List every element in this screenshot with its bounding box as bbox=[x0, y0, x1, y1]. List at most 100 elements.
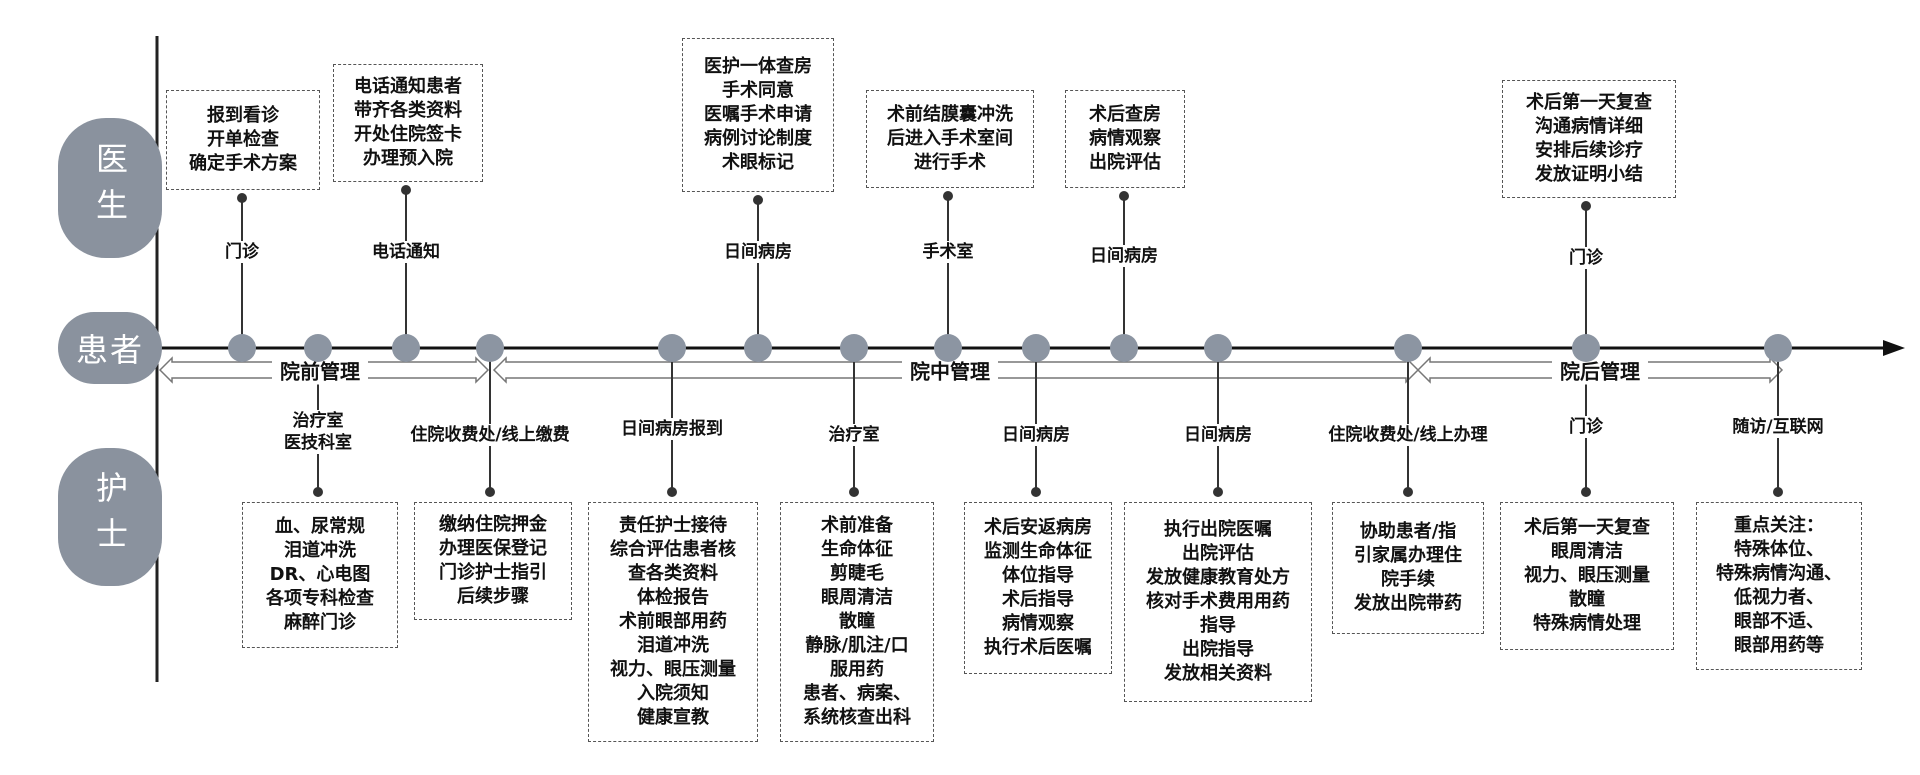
doctor-location-label: 日间病房 bbox=[1090, 245, 1158, 267]
role-doctor: 医生 bbox=[58, 118, 162, 258]
nurse-junction bbox=[313, 487, 323, 497]
box-line: 入院须知 bbox=[637, 683, 709, 704]
timeline-arrowhead bbox=[1883, 340, 1905, 356]
box-line: 术眼标记 bbox=[722, 152, 794, 173]
box-line: 术后第一天复查 bbox=[1526, 92, 1652, 113]
box-line: 办理预入院 bbox=[363, 148, 453, 169]
nurse-box: 术前准备生命体征剪睫毛眼周清洁散瞳静脉/肌注/口服用药患者、病案、系统核查出科 bbox=[780, 502, 934, 742]
nurse-location-label: 日间病房报到 bbox=[621, 418, 723, 440]
box-line: 术后指导 bbox=[1002, 589, 1074, 610]
timeline-node bbox=[392, 334, 420, 362]
nurse-junction bbox=[1581, 487, 1591, 497]
doctor-junction bbox=[943, 191, 953, 201]
box-line: DR、心电图 bbox=[269, 564, 371, 585]
timeline-node bbox=[228, 334, 256, 362]
role-nurse: 护士 bbox=[58, 448, 162, 586]
box-line: 确定手术方案 bbox=[189, 153, 297, 174]
box-line: 院手续 bbox=[1381, 569, 1435, 590]
box-line: 术后查房 bbox=[1089, 104, 1161, 125]
box-line: 静脉/肌注/口 bbox=[805, 635, 909, 656]
box-line: 综合评估患者核 bbox=[610, 539, 736, 560]
box-line: 体位指导 bbox=[1002, 565, 1074, 586]
nurse-junction bbox=[667, 487, 677, 497]
doctor-box: 报到看诊开单检查确定手术方案 bbox=[166, 90, 320, 190]
nurse-location-line: 治疗室 bbox=[292, 411, 344, 431]
nurse-junction bbox=[1031, 487, 1041, 497]
box-line: 发放健康教育处方 bbox=[1146, 567, 1290, 588]
nurse-location-line: 日间病房 bbox=[1184, 425, 1252, 445]
nurse-location-line: 医技科室 bbox=[284, 433, 352, 453]
nurse-location-label: 住院收费处/线上办理 bbox=[1328, 424, 1488, 446]
doctor-location-label: 电话通知 bbox=[372, 241, 440, 263]
nurse-location-label: 住院收费处/线上缴费 bbox=[410, 424, 570, 446]
nurse-box: 重点关注：特殊体位、特殊病情沟通、低视力者、眼部不适、眼部用药等 bbox=[1696, 502, 1862, 670]
nurse-location-line: 日间病房报到 bbox=[621, 419, 723, 439]
box-line: 泪道冲洗 bbox=[637, 635, 709, 656]
box-line: 患者、病案、 bbox=[803, 683, 911, 704]
nurse-location-label: 随访/互联网 bbox=[1732, 416, 1824, 438]
box-line: 指导 bbox=[1200, 615, 1236, 636]
box-line: 执行出院医嘱 bbox=[1164, 519, 1272, 540]
box-line: 带齐各类资料 bbox=[354, 100, 462, 121]
nurse-junction bbox=[485, 487, 495, 497]
box-line: 各项专科检查 bbox=[266, 588, 374, 609]
timeline-node bbox=[744, 334, 772, 362]
nurse-location-label: 治疗室医技科室 bbox=[284, 410, 352, 454]
box-line: 系统核查出科 bbox=[803, 707, 911, 728]
doctor-box: 术后查房病情观察出院评估 bbox=[1065, 90, 1185, 188]
nurse-location-line: 住院收费处/线上缴费 bbox=[410, 425, 570, 445]
box-line: 麻醉门诊 bbox=[284, 612, 356, 633]
nurse-location-line: 治疗室 bbox=[828, 425, 880, 445]
box-line: 出院评估 bbox=[1089, 152, 1161, 173]
nurse-junction bbox=[1213, 487, 1223, 497]
box-line: 重点关注： bbox=[1734, 515, 1824, 536]
box-line: 查各类资料 bbox=[628, 563, 718, 584]
box-line: 沟通病情详细 bbox=[1535, 116, 1643, 137]
box-line: 责任护士接待 bbox=[619, 515, 727, 536]
box-line: 开单检查 bbox=[207, 129, 279, 150]
box-line: 病情观察 bbox=[1089, 128, 1161, 149]
box-line: 术后安返病房 bbox=[984, 517, 1092, 538]
timeline-node bbox=[1572, 334, 1600, 362]
box-line: 出院评估 bbox=[1182, 543, 1254, 564]
box-line: 出院指导 bbox=[1182, 639, 1254, 660]
box-line: 发放相关资料 bbox=[1164, 663, 1272, 684]
doctor-box: 医护一体查房手术同意医嘱手术申请病例讨论制度术眼标记 bbox=[682, 38, 834, 192]
nurse-box: 术后安返病房监测生命体征体位指导术后指导病情观察执行术后医嘱 bbox=[964, 502, 1112, 674]
timeline-node bbox=[1110, 334, 1138, 362]
phase-label-post: 院后管理 bbox=[1552, 355, 1648, 385]
box-line: 电话通知患者 bbox=[354, 76, 462, 97]
box-line: 散瞳 bbox=[1569, 589, 1605, 610]
box-line: 眼周清洁 bbox=[821, 587, 893, 608]
timeline-node bbox=[1394, 334, 1422, 362]
nurse-junction bbox=[1773, 487, 1783, 497]
box-line: 视力、眼压测量 bbox=[610, 659, 736, 680]
box-line: 安排后续诊疗 bbox=[1535, 140, 1643, 161]
box-line: 医护一体查房 bbox=[704, 56, 812, 77]
box-line: 监测生命体征 bbox=[984, 541, 1092, 562]
nurse-junction bbox=[849, 487, 859, 497]
nurse-box: 责任护士接待综合评估患者核查各类资料体检报告术前眼部用药泪道冲洗视力、眼压测量入… bbox=[588, 502, 758, 742]
box-line: 病例讨论制度 bbox=[704, 128, 812, 149]
timeline-node bbox=[476, 334, 504, 362]
doctor-box: 术前结膜囊冲洗后进入手术室间进行手术 bbox=[866, 90, 1034, 188]
box-line: 执行术后医嘱 bbox=[984, 637, 1092, 658]
nurse-location-line: 住院收费处/线上办理 bbox=[1328, 425, 1488, 445]
doctor-location-label: 手术室 bbox=[922, 241, 974, 263]
doctor-box: 电话通知患者带齐各类资料开处住院签卡办理预入院 bbox=[333, 64, 483, 182]
nurse-box: 协助患者/指引家属办理住院手续发放出院带药 bbox=[1332, 502, 1484, 634]
doctor-location-label: 门诊 bbox=[1569, 247, 1603, 269]
box-line: 特殊病情沟通、 bbox=[1716, 563, 1842, 584]
box-line: 术前准备 bbox=[821, 515, 893, 536]
nurse-location-line: 门诊 bbox=[1569, 417, 1603, 437]
box-line: 术后第一天复查 bbox=[1524, 517, 1650, 538]
doctor-junction bbox=[401, 185, 411, 195]
box-line: 医嘱手术申请 bbox=[704, 104, 812, 125]
timeline-node bbox=[1204, 334, 1232, 362]
nurse-location-line: 日间病房 bbox=[1002, 425, 1070, 445]
box-line: 健康宣教 bbox=[637, 707, 709, 728]
nurse-box: 执行出院医嘱出院评估发放健康教育处方核对手术费用用药指导出院指导发放相关资料 bbox=[1124, 502, 1312, 702]
box-line: 散瞳 bbox=[839, 611, 875, 632]
